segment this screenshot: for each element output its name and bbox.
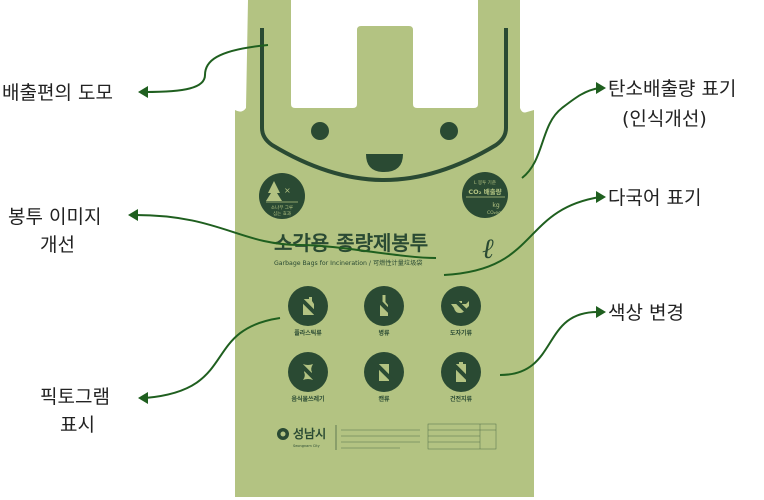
svg-text:L 봉투 기준: L 봉투 기준 [474, 179, 496, 186]
annotation-arrows [134, 44, 601, 399]
prohibited-slash-icon [292, 356, 324, 388]
tree-badge: × 소나무 그루 심는 효과 [259, 173, 305, 219]
pictogram-item: 캔류 [364, 352, 404, 403]
pictogram-label: 캔류 [378, 395, 390, 403]
svg-text:성남시: 성남시 [293, 426, 326, 441]
pictogram-item: 도자기류 [441, 286, 481, 337]
city-logo-icon [277, 428, 289, 440]
pine-tree-icon [266, 181, 282, 201]
prohibited-slash-icon [292, 290, 324, 322]
prohibited-slash-icon [368, 356, 400, 388]
pictogram-label: 도자기류 [450, 329, 473, 337]
annotation-bag-image-line2: 개선 [40, 234, 75, 256]
pictogram-item: 병류 [364, 286, 404, 337]
annotation-multilingual: 다국어 표기 [608, 187, 701, 209]
bag-title: 소각용 종량제봉투 [274, 231, 428, 255]
svg-text:kg: kg [492, 202, 499, 209]
right-eye [440, 122, 458, 140]
annotation-carbon-line2: (인식개선) [622, 108, 707, 130]
bag-inner-line [260, 28, 508, 183]
footer: 성남시 Seongnam City [277, 423, 497, 450]
annotation-handle-design: 배출편의 도모 [2, 82, 113, 104]
annotation-pictogram-line2: 표시 [60, 414, 95, 436]
pictogram-item: 플라스틱류 [288, 286, 328, 337]
annotation-bag-image-line1: 봉투 이미지 [8, 206, 101, 228]
smile [366, 154, 403, 172]
svg-text:CO₂eq: CO₂eq [487, 210, 501, 216]
annotation-pictogram-line1: 픽토그램 [40, 386, 110, 408]
svg-text:×: × [284, 186, 291, 195]
left-eye [311, 122, 329, 140]
pictogram-label: 병류 [378, 329, 390, 337]
svg-text:Seongnam City: Seongnam City [293, 444, 320, 448]
svg-text:소나무 그루: 소나무 그루 [271, 204, 293, 211]
prohibited-slash-icon [445, 356, 477, 388]
svg-text:심는 효과: 심는 효과 [273, 210, 291, 217]
annotation-color-change: 색상 변경 [608, 302, 684, 324]
co2-badge: L 봉투 기준 CO₂ 배출량 kg CO₂eq [462, 172, 508, 218]
annotation-carbon-line1: 탄소배출량 표기 [608, 78, 736, 100]
pictogram-item: 음식물쓰레기 [288, 352, 328, 403]
volume-mark: ℓ [482, 232, 494, 265]
prohibited-slash-icon [445, 290, 477, 322]
pictogram-label: 음식물쓰레기 [291, 395, 324, 403]
arrow-heads [128, 82, 606, 404]
prohibited-slash-icon [368, 290, 400, 322]
pictogram-label: 플라스틱류 [294, 329, 322, 337]
pictogram-label: 건전지류 [450, 395, 473, 403]
bag-subtitle: Garbage Bags for Incineration / 可燃性计量垃圾袋 [274, 259, 422, 267]
svg-text:CO₂ 배출량: CO₂ 배출량 [468, 187, 501, 196]
pictogram-item: 건전지류 [441, 352, 481, 403]
